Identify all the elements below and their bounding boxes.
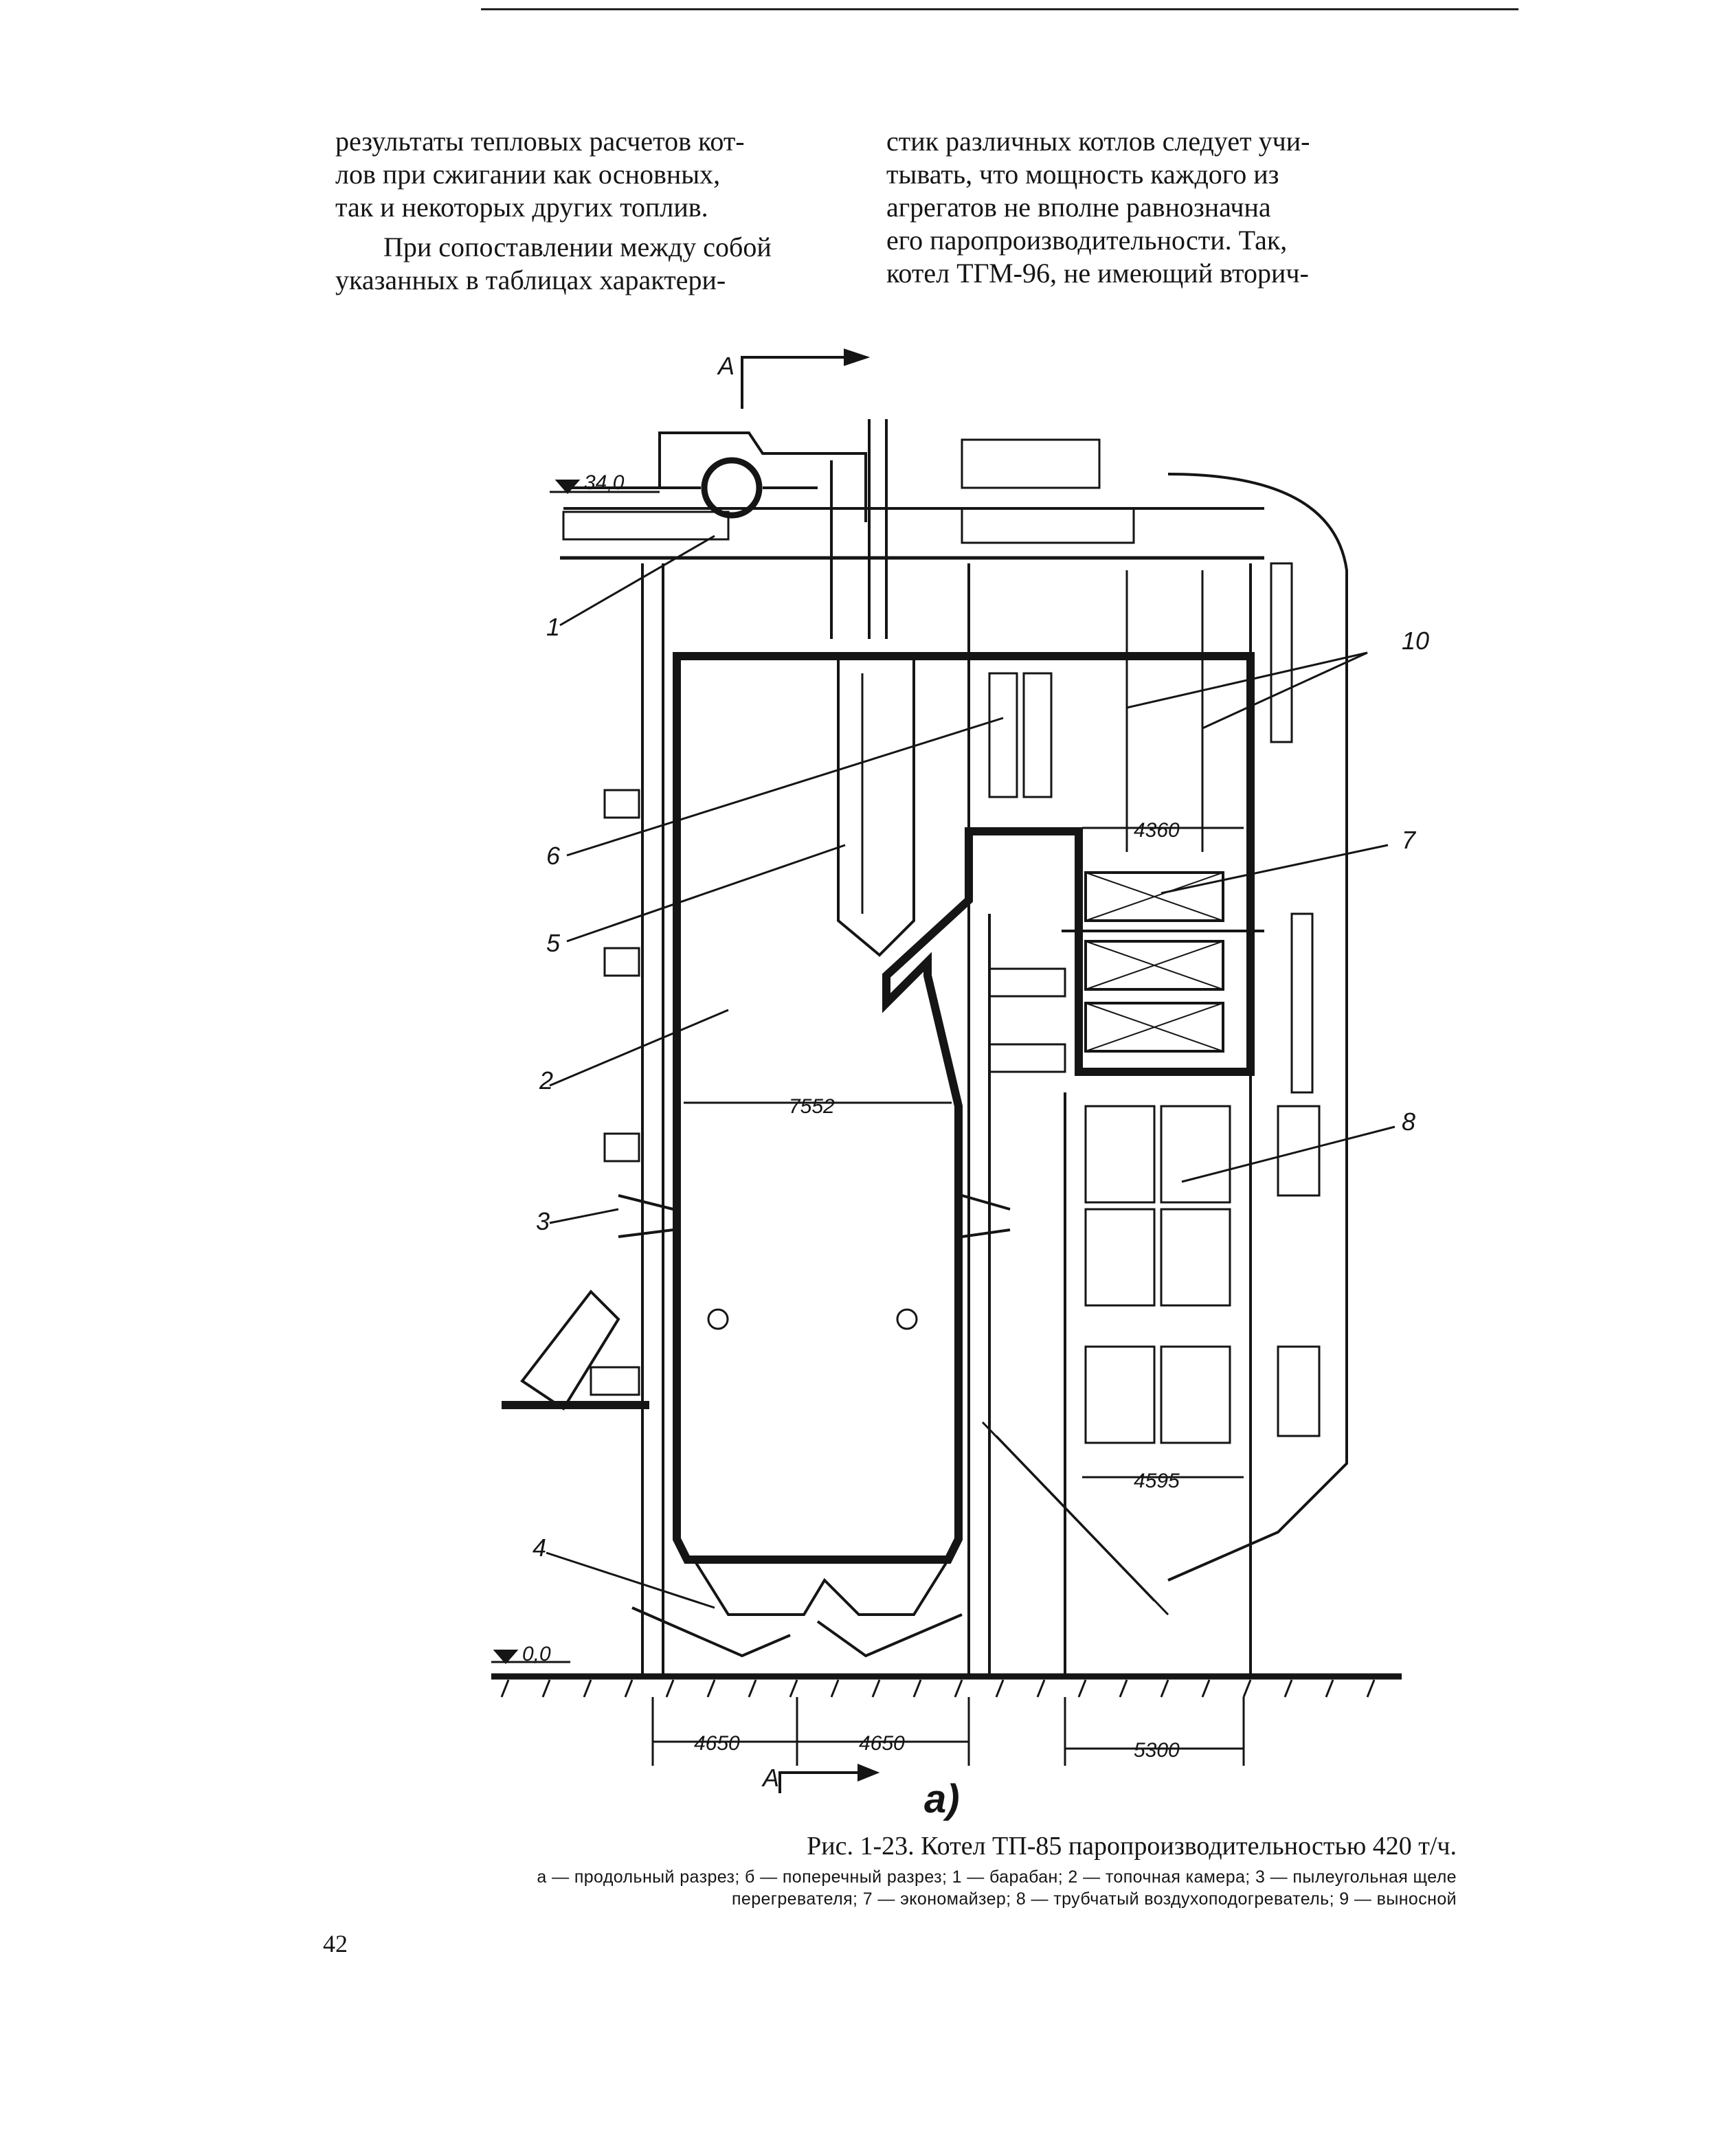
text-line: так и некоторых других топлив. — [335, 192, 708, 223]
economizer-block — [1084, 871, 1224, 922]
economizer-block — [1084, 940, 1224, 991]
ladder — [1270, 562, 1293, 743]
callout-label: 2 — [539, 1066, 553, 1094]
ash-hopper — [693, 1558, 950, 1616]
slag-conveyor — [631, 1606, 963, 1658]
boiler-section-drawing: А А 34,0 0,0 7552 4360 4595 4650 4650 53… — [491, 348, 1429, 1793]
text-line: тывать, что мощность каждого из — [886, 159, 1279, 190]
callout-label: 8 — [1402, 1108, 1415, 1136]
ground-hatch — [500, 1679, 1376, 1698]
text-column-right: стик различных котлов следует учи- тыват… — [886, 125, 1398, 290]
dimension-label: 7552 — [789, 1095, 835, 1118]
figure-caption-legend: перегревателя; 7 — экономайзер; 8 — труб… — [731, 1889, 1457, 1909]
drum — [701, 457, 763, 519]
callout-label: 7 — [1402, 826, 1417, 854]
callout-label: 5 — [546, 929, 561, 957]
text-line: лов при сжигании как основных, — [335, 159, 721, 190]
arrow-icon — [844, 348, 871, 366]
ladder — [1290, 912, 1314, 1094]
coal-feeder — [520, 1289, 620, 1411]
figure-label: а) — [924, 1777, 960, 1821]
air-heater-cube — [1160, 1208, 1231, 1307]
leader-lines — [546, 535, 1395, 1609]
text-line: котел ТГМ-96, не имеющий вторич- — [886, 258, 1309, 289]
air-heater-cube — [1160, 1105, 1231, 1204]
pipe — [830, 419, 888, 639]
railing — [603, 1132, 640, 1163]
elevation-marker-icon — [493, 1650, 519, 1665]
air-heater-cube — [1084, 1345, 1156, 1444]
elevation-label: 34,0 — [584, 471, 625, 494]
superheater-panel — [1022, 672, 1053, 798]
text-line: стик различных котлов следует учи- — [886, 126, 1310, 157]
arrow-icon — [857, 1764, 880, 1782]
railing — [603, 947, 640, 977]
dimension-label: 4360 — [1134, 819, 1180, 842]
air-heater-cube — [1084, 1105, 1156, 1204]
burner-port — [896, 1308, 918, 1330]
top-rule — [481, 8, 1518, 10]
superheater-screen — [837, 660, 915, 957]
section-mark-label: А — [761, 1764, 779, 1792]
air-heater-cube — [1084, 1208, 1156, 1307]
figure-caption-legend: а — продольный разрез; б — поперечный ра… — [537, 1867, 1457, 1887]
economizer-block — [1084, 1002, 1224, 1053]
elevation-label: 0,0 — [522, 1643, 551, 1665]
dimension-label: 4650 — [859, 1732, 905, 1755]
callout-label: 4 — [533, 1534, 546, 1562]
railing — [988, 967, 1066, 998]
dimension-label: 5300 — [1134, 1739, 1180, 1762]
elevation-marker-icon — [554, 480, 581, 495]
burner — [618, 1194, 1011, 1238]
page-number: 42 — [323, 1930, 348, 1957]
callout-label: 3 — [536, 1207, 550, 1235]
railing — [590, 1366, 640, 1396]
section-mark-label: А — [717, 352, 735, 380]
ash-chute — [981, 1421, 1169, 1616]
railing — [562, 438, 1135, 544]
callout-label: 10 — [1402, 627, 1429, 655]
economizer-hatch — [1085, 872, 1224, 1052]
figure-caption-title: Рис. 1-23. Котел ТП-85 паропроизводитель… — [807, 1832, 1457, 1861]
railing — [988, 1043, 1066, 1073]
text-line: его паропроизводительности. Так, — [886, 225, 1288, 256]
text-line: При сопоставлении между собой — [383, 232, 772, 262]
text-column-left: результаты тепловых расчетов кот- лов пр… — [335, 125, 854, 297]
callout-label: 1 — [546, 613, 560, 641]
burner-port — [707, 1308, 729, 1330]
superheater-panel — [988, 672, 1018, 798]
furnace-chamber — [673, 652, 1255, 1564]
text-line: агрегатов не вполне равнозначна — [886, 192, 1271, 223]
callout-label: 6 — [546, 842, 561, 870]
dimension-lines — [651, 827, 1245, 1766]
section-line-top — [741, 356, 845, 409]
air-heater-cube — [1160, 1345, 1231, 1444]
external-duct — [1167, 473, 1348, 1582]
text-line: указанных в таблицах характери- — [335, 265, 726, 295]
dimension-label: 4595 — [1134, 1470, 1180, 1492]
text-line: результаты тепловых расчетов кот- — [335, 126, 745, 157]
duct-window — [1277, 1345, 1321, 1437]
dimension-label: 4650 — [694, 1732, 740, 1755]
duct-window — [1277, 1105, 1321, 1197]
railing — [603, 789, 640, 819]
pipe — [658, 431, 867, 522]
section-line-bottom — [778, 1771, 859, 1793]
